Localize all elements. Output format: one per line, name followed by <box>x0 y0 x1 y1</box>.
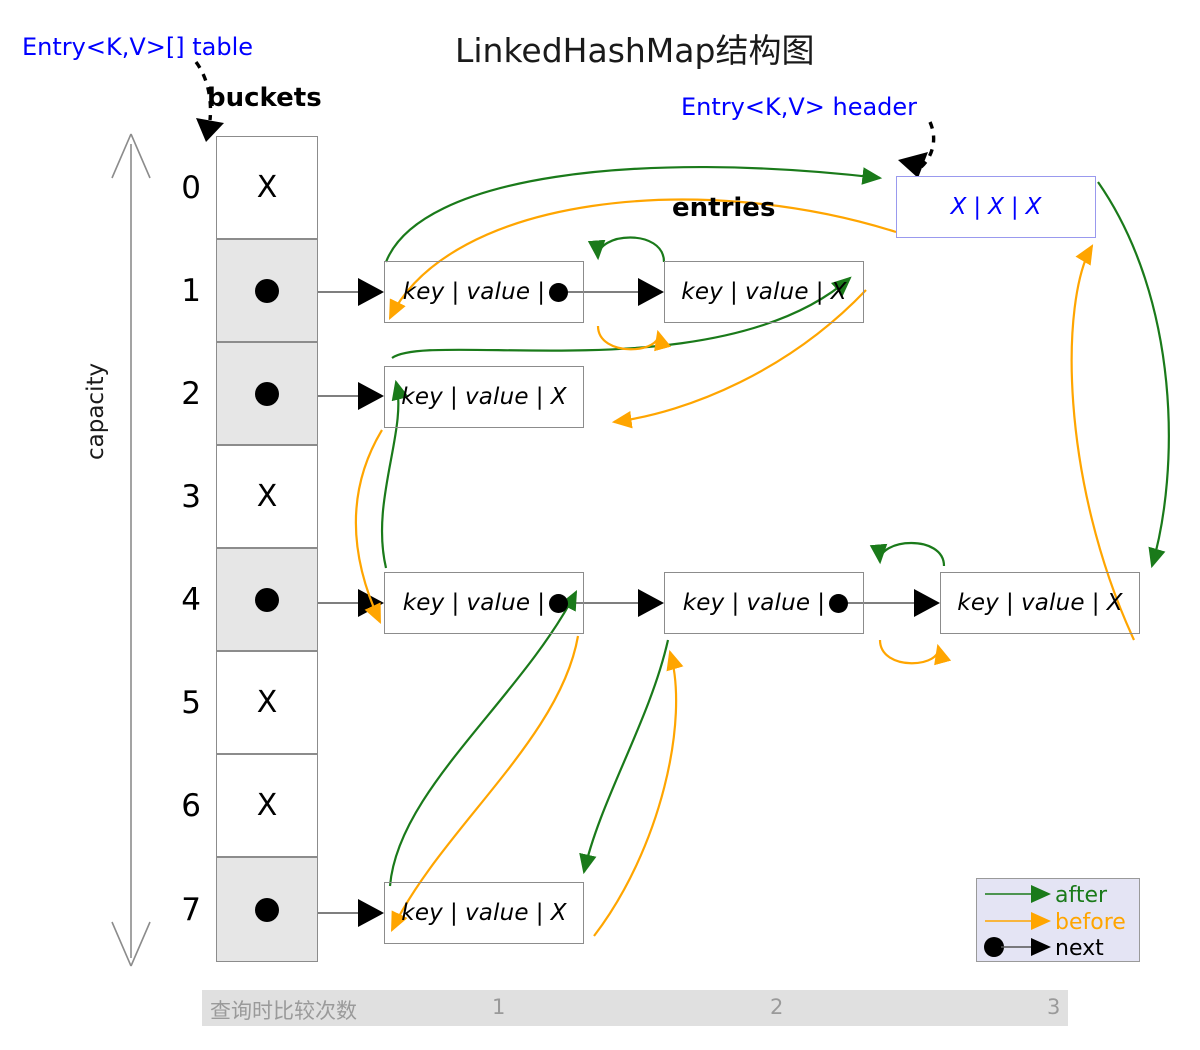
footer-bar: 查询时比较次数 1 2 3 <box>202 990 1068 1026</box>
entry-separator: | <box>535 384 544 410</box>
legend-box: after before next <box>976 878 1140 962</box>
bucket-null-mark-6: X <box>256 788 278 823</box>
entry-node-b7-e0[interactable]: key | value | X <box>384 882 584 944</box>
bucket-index-6: 6 <box>181 787 201 824</box>
entries-label: entries <box>672 193 776 223</box>
legend-item-before: before <box>977 908 1141 936</box>
buckets-label: buckets <box>207 83 322 113</box>
header-entry-box[interactable]: X | X | X <box>896 176 1096 238</box>
entry-separator: | <box>451 279 460 305</box>
capacity-arrow <box>111 133 151 967</box>
entry-key: key <box>957 590 999 616</box>
after-arrow-icon <box>985 885 1051 903</box>
entry-node-b4-e1[interactable]: key | value | <box>664 572 864 634</box>
header-separator-0: | <box>973 194 982 220</box>
table-annotation-label: Entry<K,V>[] table <box>22 33 253 61</box>
bucket-index-0: 0 <box>181 169 201 206</box>
entry-key: key <box>681 279 723 305</box>
entry-separator: | <box>537 590 546 616</box>
bucket-index-7: 7 <box>181 891 201 928</box>
legend-item-next: next <box>977 934 1141 962</box>
bucket-table: 0 X 1 2 3 X 4 5 X 6 X 7 <box>181 136 318 962</box>
bucket-index-4: 4 <box>181 581 201 618</box>
entry-separator: | <box>729 279 738 305</box>
entry-key: key <box>682 590 725 616</box>
bucket-cell-5[interactable]: 5 X <box>181 651 318 754</box>
entry-separator: | <box>731 590 740 616</box>
header-annotation-label: Entry<K,V> header <box>681 93 918 121</box>
next-dot-arrow-icon <box>984 937 1051 957</box>
entry-value: value <box>466 590 531 616</box>
entry-separator: | <box>537 279 546 305</box>
entry-node-b2-e0[interactable]: key | value | X <box>384 366 584 428</box>
entry-value: value <box>744 279 809 305</box>
entry-separator: | <box>449 384 458 410</box>
entry-next-null: X <box>1106 590 1123 616</box>
entry-separator: | <box>449 900 458 926</box>
header-field-2: X <box>1025 194 1042 220</box>
legend-item-after: after <box>977 881 1141 909</box>
entry-value: value <box>746 590 811 616</box>
legend-label-before: before <box>1055 910 1126 935</box>
entry-next-dot <box>829 593 849 613</box>
before-arrow-icon <box>985 912 1051 930</box>
entry-next-null: X <box>830 279 847 305</box>
entry-value: value <box>466 279 531 305</box>
bucket-null-mark-5: X <box>256 685 278 720</box>
entry-separator: | <box>535 900 544 926</box>
bucket-pointer-dot-4 <box>255 587 279 612</box>
legend-label-next: next <box>1055 936 1104 961</box>
page-title: LinkedHashMap结构图 <box>455 31 815 70</box>
bucket-index-3: 3 <box>181 478 201 515</box>
entry-node-b4-e2[interactable]: key | value | X <box>940 572 1140 634</box>
bucket-index-1: 1 <box>181 272 201 309</box>
footer-count-1: 1 <box>492 995 506 1019</box>
bucket-pointer-dot-1 <box>255 278 279 303</box>
footer-label: 查询时比较次数 <box>210 999 357 1023</box>
bucket-pointer-dot-7 <box>255 897 279 922</box>
entry-key: key <box>401 900 443 926</box>
entry-next-null: X <box>550 384 567 410</box>
bucket-cell-4[interactable]: 4 <box>181 548 318 651</box>
capacity-label: capacity <box>83 362 109 460</box>
entry-node-b1-e1[interactable]: key | value | X <box>664 261 864 323</box>
bucket-cell-1[interactable]: 1 <box>181 239 318 342</box>
header-field-1: X <box>988 194 1004 220</box>
entry-separator: | <box>815 279 824 305</box>
bucket-cell-2[interactable]: 2 <box>181 342 318 445</box>
entry-node-b1-e0[interactable]: key | value | <box>384 261 584 323</box>
bucket-index-2: 2 <box>181 375 201 412</box>
header-pointer-dashed <box>898 121 936 178</box>
header-separator-1: | <box>1010 194 1019 220</box>
bucket-cell-0[interactable]: 0 X <box>181 136 318 239</box>
entry-key: key <box>401 384 443 410</box>
entry-node-b4-e0[interactable]: key | value | <box>384 572 584 634</box>
header-field-0: X <box>950 194 967 220</box>
footer-count-2: 2 <box>770 995 784 1019</box>
footer-count-3: 3 <box>1047 995 1061 1019</box>
entry-separator: | <box>1005 590 1014 616</box>
entry-value: value <box>464 900 529 926</box>
entry-value: value <box>1020 590 1085 616</box>
bucket-pointer-dot-2 <box>255 381 279 406</box>
entry-key: key <box>402 279 445 305</box>
bucket-null-mark-0: X <box>256 170 278 205</box>
bucket-cell-7[interactable]: 7 <box>181 857 318 962</box>
legend-label-after: after <box>1055 883 1108 908</box>
entry-next-null: X <box>550 900 567 926</box>
bucket-cell-3[interactable]: 3 X <box>181 445 318 548</box>
entry-separator: | <box>817 590 826 616</box>
entry-next-dot <box>549 282 569 302</box>
bucket-null-mark-3: X <box>256 479 278 514</box>
bucket-cell-6[interactable]: 6 X <box>181 754 318 857</box>
entry-key: key <box>402 590 445 616</box>
bucket-index-5: 5 <box>181 684 201 721</box>
entry-value: value <box>464 384 529 410</box>
entry-next-dot <box>549 593 569 613</box>
entry-separator: | <box>1091 590 1100 616</box>
entry-separator: | <box>451 590 460 616</box>
